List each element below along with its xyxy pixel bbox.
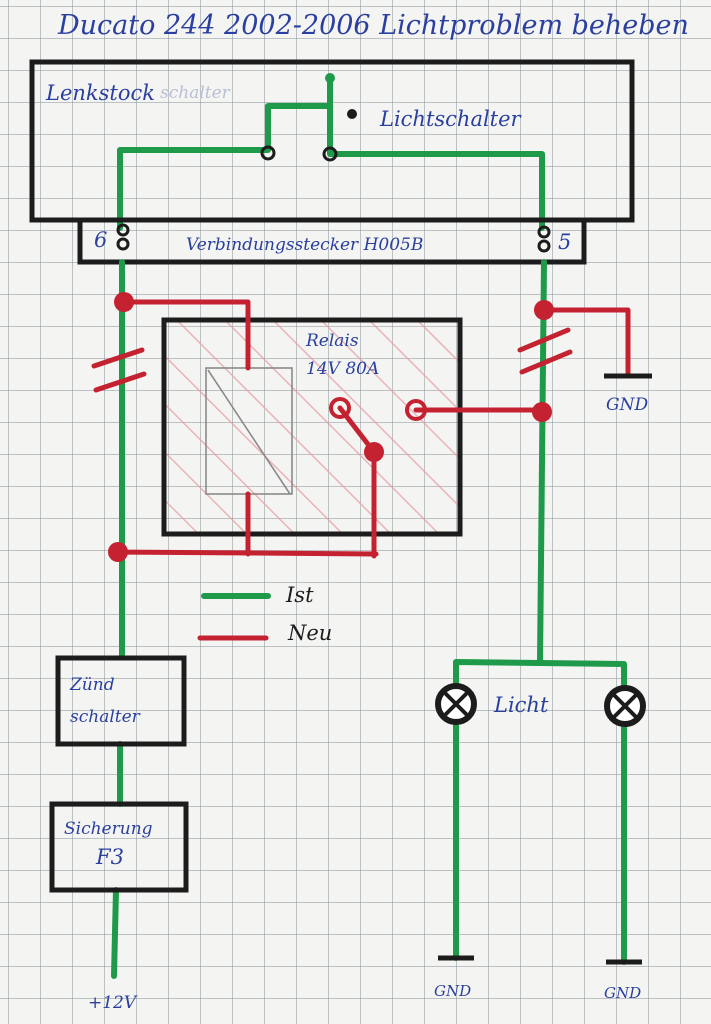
sicherung-line2: F3 [95,845,124,869]
relay-coil-diagonal [207,369,291,495]
junction-right-mid [532,402,552,422]
zuendschalter-box [55,655,187,747]
licht-label: Licht [493,693,549,717]
lichtschalter-contact-open [347,109,357,119]
left-supply-wire [111,741,123,979]
legend-ist-label: Ist [285,583,314,607]
pin6-contact-a [116,223,130,237]
connector-pin-6: 6 [94,228,107,252]
lenkstock-struck-text: schalter [160,83,231,103]
relay-hatch [164,320,460,534]
cut-mark-right [517,327,573,375]
junction-left-bottom [108,542,128,562]
relay-name: Relais [305,331,359,351]
connector-pin-5: 5 [558,230,571,254]
lamp-right-gnd-label: GND [604,984,641,1002]
pin5-contact-b [537,239,551,253]
relay-switch-contact-a [329,397,351,419]
relay-switch-contact-c [364,442,384,462]
connector-box [77,217,587,265]
lamp-left-icon [435,683,477,725]
relay-coil-top-wire [121,299,251,371]
pin6-contact-b [116,237,130,251]
lenkstock-label: Lenkstock [45,81,155,105]
lamp-right-icon [604,685,646,727]
cut-mark-left [91,347,147,393]
diagram-title: Ducato 244 2002-2006 Lichtproblem behebe… [57,10,689,41]
relay-ground-wire [541,307,631,379]
relay-spec: 14V 80A [306,359,379,379]
connector-label: Verbindungsstecker H005B [186,235,423,255]
plus12v-label: +12V [88,993,138,1013]
lichtschalter-label: Lichtschalter [379,107,523,131]
zuendschalter-line1: Zünd [69,675,115,695]
relay-switch-contact-b [405,399,427,421]
sicherung-line1: Sicherung [64,819,153,839]
sicherung-box [49,801,189,893]
junction-right-top [534,300,554,320]
pin5-contact-a [537,225,551,239]
junction-left-top [114,292,134,312]
zuendschalter-line2: schalter [70,707,141,727]
lichtschalter-wire-left [117,103,333,231]
lichtschalter-contact-mid [322,146,338,162]
lamp-bus-wire [453,659,627,689]
lichtschalter-contact-top [325,73,335,83]
lichtschalter-wire-right [327,77,545,231]
relay-bottom-bus [115,549,379,557]
relay-gnd-label: GND [606,395,648,415]
legend-neu-label: Neu [287,621,332,645]
relay-box [161,317,463,537]
right-main-wire [537,259,547,665]
lichtschalter-contact-left [260,145,276,161]
lamp-left-gnd-label: GND [434,982,471,1000]
